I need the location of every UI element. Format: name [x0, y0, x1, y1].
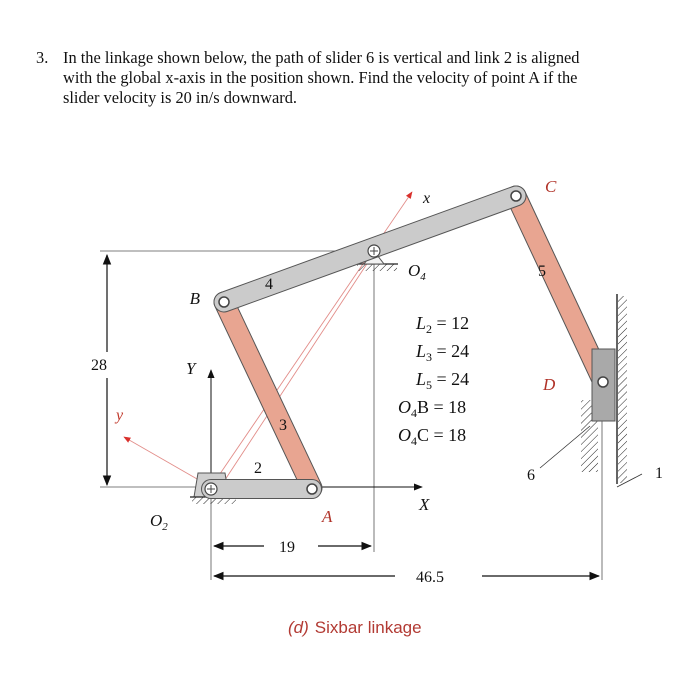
- local-y-axis: [123, 436, 212, 488]
- param-o4c: O4C = 18: [398, 425, 466, 448]
- dimension-46-5-label: 46.5: [416, 569, 444, 586]
- figure-caption: (d)Sixbar linkage: [288, 618, 422, 637]
- parameter-list: L2 = 12 L3 = 24 L5 = 24 O4B = 18 O4C = 1…: [398, 313, 469, 448]
- pin-a: [306, 483, 318, 495]
- link-5-body: [506, 186, 613, 392]
- label-d: D: [542, 375, 556, 394]
- param-o4b: O4B = 18: [398, 397, 466, 420]
- pin-b: [218, 296, 230, 308]
- label-link-1: 1: [655, 465, 663, 482]
- label-link-2: 2: [254, 460, 262, 477]
- label-o2: O2: [150, 511, 168, 533]
- pin-o2: [204, 482, 218, 496]
- problem-number: 3.: [36, 48, 49, 67]
- pin-d: [597, 376, 609, 388]
- label-b: B: [190, 289, 201, 308]
- slider-guide-hatch: [618, 296, 627, 483]
- label-link-5: 5: [538, 263, 546, 280]
- param-l5: L5 = 24: [415, 369, 469, 392]
- label-c: C: [545, 177, 557, 196]
- label-local-x: x: [422, 190, 430, 207]
- link-3-body: [214, 292, 322, 498]
- construction-line-o4: [218, 249, 377, 490]
- label-link-3: 3: [279, 417, 287, 434]
- label-link-4: 4: [265, 276, 273, 293]
- label-local-y: y: [114, 407, 124, 424]
- dimension-28-label: 28: [91, 357, 107, 374]
- problem-line-2: with the global x-axis in the position s…: [63, 68, 578, 87]
- label-global-x: X: [418, 495, 430, 514]
- pin-o4: [367, 244, 381, 258]
- ground-hatch-o2: [192, 497, 236, 504]
- leader-link-1: [616, 473, 643, 488]
- label-o4: O4: [408, 261, 426, 283]
- ground-hatch-o4: [357, 264, 397, 271]
- problem-line-1: In the linkage shown below, the path of …: [63, 48, 580, 67]
- dimension-19-label: 19: [279, 539, 295, 556]
- param-l3: L3 = 24: [415, 341, 469, 364]
- problem-line-3: slider velocity is 20 in/s downward.: [63, 88, 297, 107]
- label-a: A: [321, 507, 333, 526]
- label-global-y: Y: [186, 359, 197, 378]
- leader-link-6: [539, 425, 591, 469]
- param-l2: L2 = 12: [415, 313, 469, 336]
- pin-c: [510, 190, 522, 202]
- label-link-6: 6: [527, 467, 535, 484]
